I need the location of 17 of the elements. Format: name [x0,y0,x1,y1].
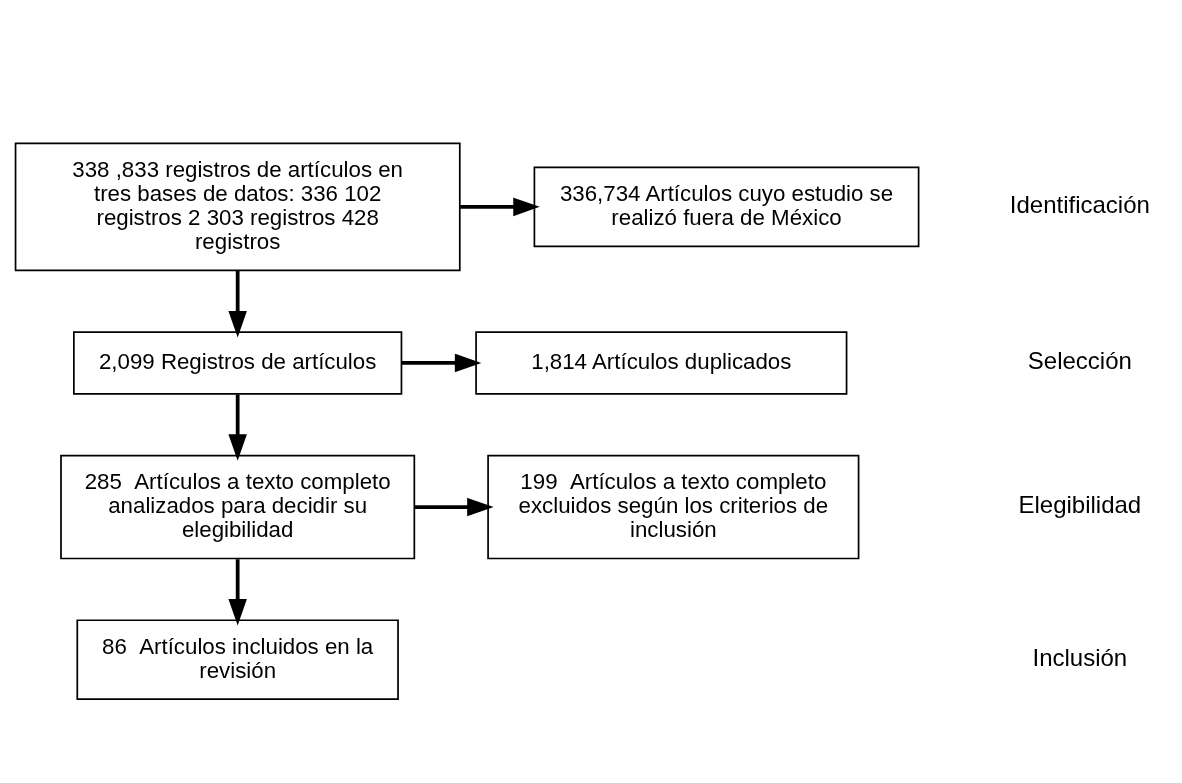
node-box: 1,814 Artículos duplicados [475,330,848,395]
label: Elegibilidad [1018,490,1142,518]
arrow [414,497,494,516]
node-box: 86 Artículos incluidos en la revisión [76,618,399,700]
label: Selección [1027,346,1132,374]
node-box: 2,099 Registros de artículos [73,330,403,395]
label: Inclusión [1032,643,1128,671]
node-box: 199 Artículos a texto completo excluidos según los criterios de inclusión [487,454,860,559]
node-box: 336,734 Artículos cuyo estudio se realizó fuera de México [533,166,920,247]
arrow [460,197,540,216]
arrow [228,270,247,337]
arrow [401,353,482,372]
label: Identificación [1009,190,1150,218]
arrow [228,394,247,461]
node-box: 285 Artículos a texto completo analizados para decidir su elegibilidad [60,454,416,559]
node-box: 338 ,833 registros de artículos en tres bases de datos: 336 102 registros 2 303 registros 428 registros [14,142,461,271]
arrow [228,558,247,625]
